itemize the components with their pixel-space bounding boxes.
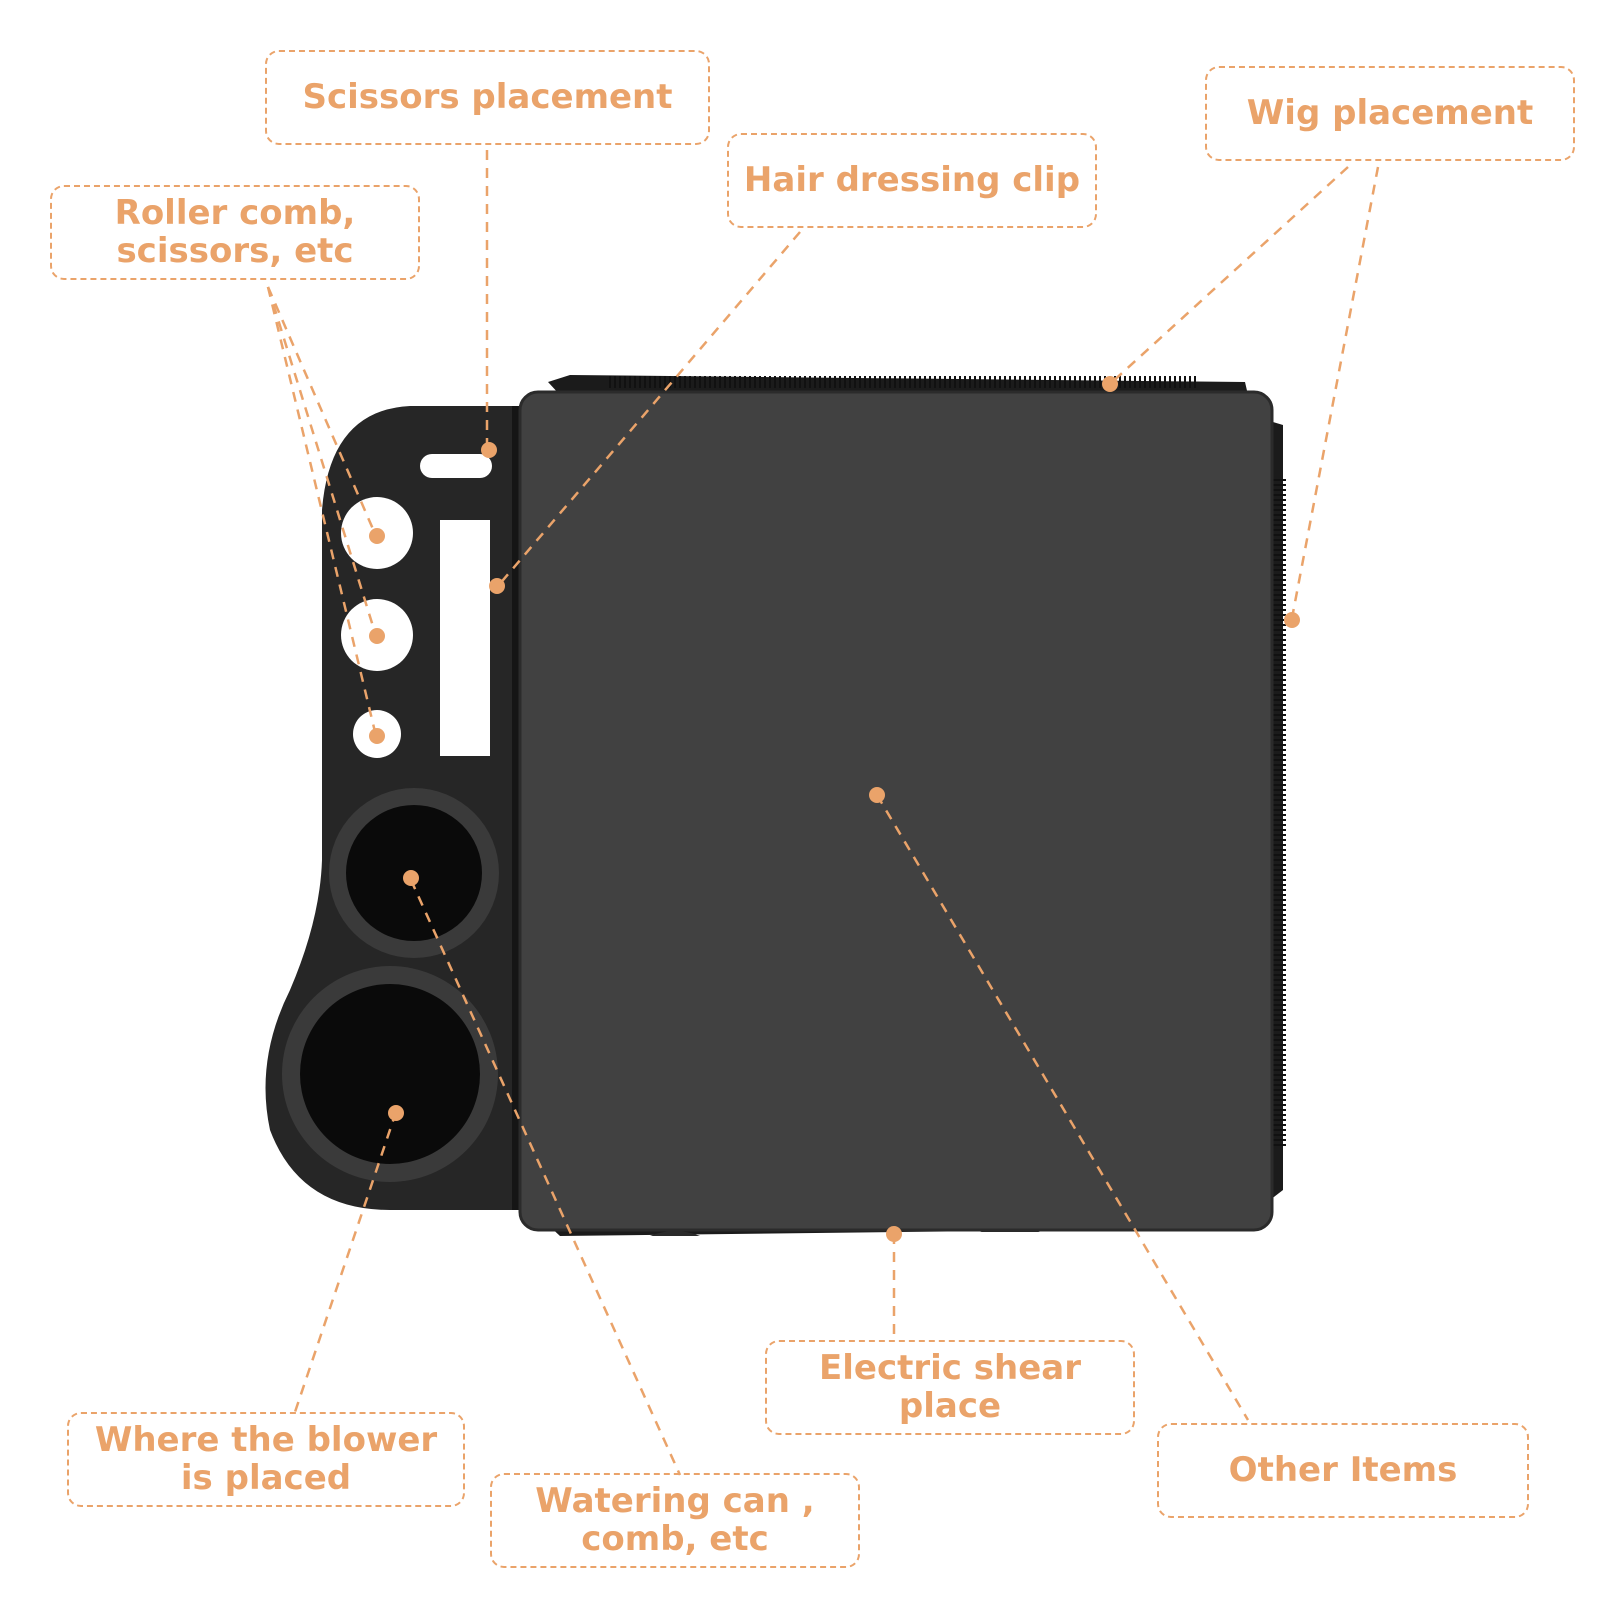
callout-roller-comb: Roller comb, scissors, etc [50,185,420,280]
callout-hair-clip-label: Hair dressing clip [743,159,1081,200]
callout-scissors-placement: Scissors placement [265,50,710,145]
callout-wig-label: Wig placement [1246,92,1534,133]
dot-shear [886,1226,902,1242]
scissors-slot [420,454,492,478]
leader-hair-clip [497,231,801,587]
dot-roller-1 [369,528,385,544]
callout-blower-line2: is placed [180,1457,352,1498]
callout-blower: Where the blower is placed [67,1412,465,1507]
dot-scissors [481,442,497,458]
leader-dots [369,376,1300,1242]
callout-blower-line1: Where the blower [94,1420,438,1461]
callout-other-items: Other Items [1157,1423,1529,1518]
dot-hair-clip [489,578,505,594]
right-comb-teeth [1272,479,1286,1146]
leader-water [409,879,682,1476]
dot-blower [388,1105,404,1121]
leader-roller-3 [266,286,378,737]
clip-slot [440,520,490,756]
leader-wig-1 [1109,166,1349,385]
tool-holder [265,406,520,1210]
callout-shear-line1: Electric shear [819,1348,1081,1389]
top-comb-strip [548,375,1248,395]
callout-scissors-label: Scissors placement [302,76,673,117]
callout-watering-can: Watering can , comb, etc [490,1473,860,1568]
callout-water-line1: Watering can , [535,1481,815,1522]
dot-wig-2 [1284,612,1300,628]
callout-electric-shear: Electric shear place [765,1340,1135,1435]
callout-other-label: Other Items [1228,1449,1458,1490]
callout-roller-line2: scissors, etc [116,230,354,271]
leader-roller-1 [266,286,378,537]
dot-water [403,870,419,886]
callout-hair-dressing-clip: Hair dressing clip [727,133,1097,228]
leader-wig-2 [1290,166,1380,619]
dot-roller-3 [369,728,385,744]
callout-water-line2: comb, etc [581,1518,769,1559]
callout-roller-line1: Roller comb, [114,193,356,234]
leader-other [875,794,1250,1421]
dot-wig-1 [1102,376,1118,392]
leader-roller-2 [266,286,378,637]
main-mat [518,390,1274,1232]
leader-lines [266,150,1380,1476]
callout-shear-line2: place [898,1385,1002,1426]
callout-wig-placement: Wig placement [1205,66,1575,161]
dot-other [869,787,885,803]
dot-roller-2 [369,628,385,644]
